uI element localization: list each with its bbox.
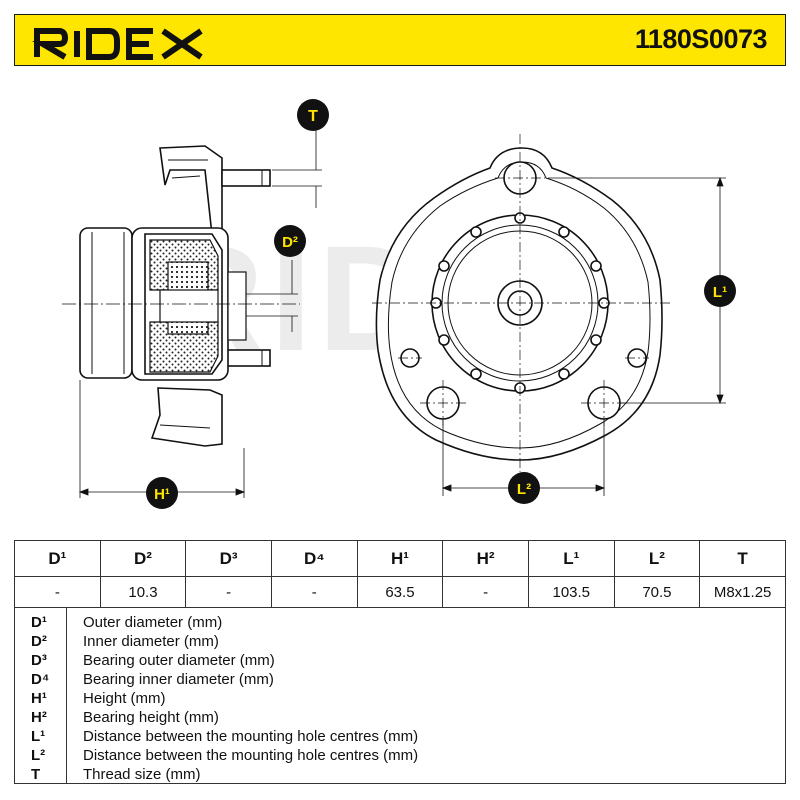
technical-drawing: RIDEX xyxy=(62,99,736,509)
spec-value: 10.3 xyxy=(99,576,187,608)
legend-divider xyxy=(66,607,67,783)
legend-key: D³ xyxy=(31,652,47,669)
spec-value: - xyxy=(270,576,358,608)
legend-text: Bearing height (mm) xyxy=(83,709,219,726)
label-d2: D² xyxy=(282,234,298,251)
label-badge-l2 xyxy=(508,472,540,504)
legend-text: Distance between the mounting hole centr… xyxy=(83,747,419,764)
legend-item: L² Distance between the mounting hole ce… xyxy=(15,746,785,765)
spec-value: 103.5 xyxy=(527,576,615,608)
rubber-section xyxy=(149,239,247,373)
header-bar: 1180S0073 xyxy=(14,14,786,66)
legend-text: Height (mm) xyxy=(83,690,166,707)
top-view-centerlines xyxy=(372,134,670,472)
spec-value: 63.5 xyxy=(356,576,444,608)
legend-item: H² Bearing height (mm) xyxy=(15,708,785,727)
spec-header: D² xyxy=(99,540,187,577)
dimension-t xyxy=(272,130,322,208)
legend-text: Bearing outer diameter (mm) xyxy=(83,652,275,669)
legend-item: D¹ Outer diameter (mm) xyxy=(15,613,785,632)
legend-item: D² Inner diameter (mm) xyxy=(15,632,785,651)
spec-header: T xyxy=(699,540,786,577)
legend-key: D¹ xyxy=(31,614,47,631)
label-badge-d2 xyxy=(274,225,306,257)
legend-item: L¹ Distance between the mounting hole ce… xyxy=(15,727,785,746)
spec-header: H² xyxy=(442,540,529,577)
spec-value: - xyxy=(185,576,272,608)
legend-key: D² xyxy=(31,633,47,650)
spec-value-row: - 10.3 - - 63.5 - 103.5 70.5 M8x1.25 xyxy=(14,576,786,608)
legend-key: D⁴ xyxy=(31,671,50,688)
legend-key: L¹ xyxy=(31,728,46,745)
spec-header-row: D¹ D² D³ D⁴ H¹ H² L¹ L² T xyxy=(14,540,786,577)
legend-key: L² xyxy=(31,747,46,764)
legend-key: H¹ xyxy=(31,690,47,707)
top-view xyxy=(375,147,663,461)
label-badge-l1 xyxy=(704,275,736,307)
legend-text: Distance between the mounting hole centr… xyxy=(83,728,419,745)
label-badge-t xyxy=(297,99,329,131)
legend-key: T xyxy=(31,766,41,783)
spec-header: D¹ xyxy=(14,540,101,577)
spec-header: H¹ xyxy=(356,540,444,577)
spec-value: 70.5 xyxy=(613,576,701,608)
spec-header: D³ xyxy=(185,540,272,577)
spec-header: D⁴ xyxy=(270,540,358,577)
legend-text: Inner diameter (mm) xyxy=(83,633,219,650)
legend-item: D³ Bearing outer diameter (mm) xyxy=(15,651,785,670)
label-badge-h1 xyxy=(146,477,178,509)
legend-item: H¹ Height (mm) xyxy=(15,689,785,708)
label-h1: H¹ xyxy=(154,486,170,503)
part-number: 1180S0073 xyxy=(634,24,768,54)
dimension-d2 xyxy=(246,260,298,332)
legend-item: T Thread size (mm) xyxy=(15,765,785,784)
legend-text: Bearing inner diameter (mm) xyxy=(83,671,274,688)
spec-value: M8x1.25 xyxy=(699,576,786,608)
legend-text: Outer diameter (mm) xyxy=(83,614,223,631)
spec-header: L² xyxy=(613,540,701,577)
label-l1: L¹ xyxy=(713,284,727,301)
label-t: T xyxy=(308,108,318,125)
brand-logo xyxy=(32,28,203,60)
label-l2: L² xyxy=(517,481,531,498)
spec-value: - xyxy=(442,576,529,608)
spec-table: D¹ D² D³ D⁴ H¹ H² L¹ L² T - 10.3 - - 63.… xyxy=(14,540,786,608)
legend-text: Thread size (mm) xyxy=(83,766,201,783)
spec-header: L¹ xyxy=(527,540,615,577)
legend-key: H² xyxy=(31,709,47,726)
legend: D¹ Outer diameter (mm) D² Inner diameter… xyxy=(14,607,786,784)
legend-item: D⁴ Bearing inner diameter (mm) xyxy=(15,670,785,689)
spec-value: - xyxy=(14,576,101,608)
